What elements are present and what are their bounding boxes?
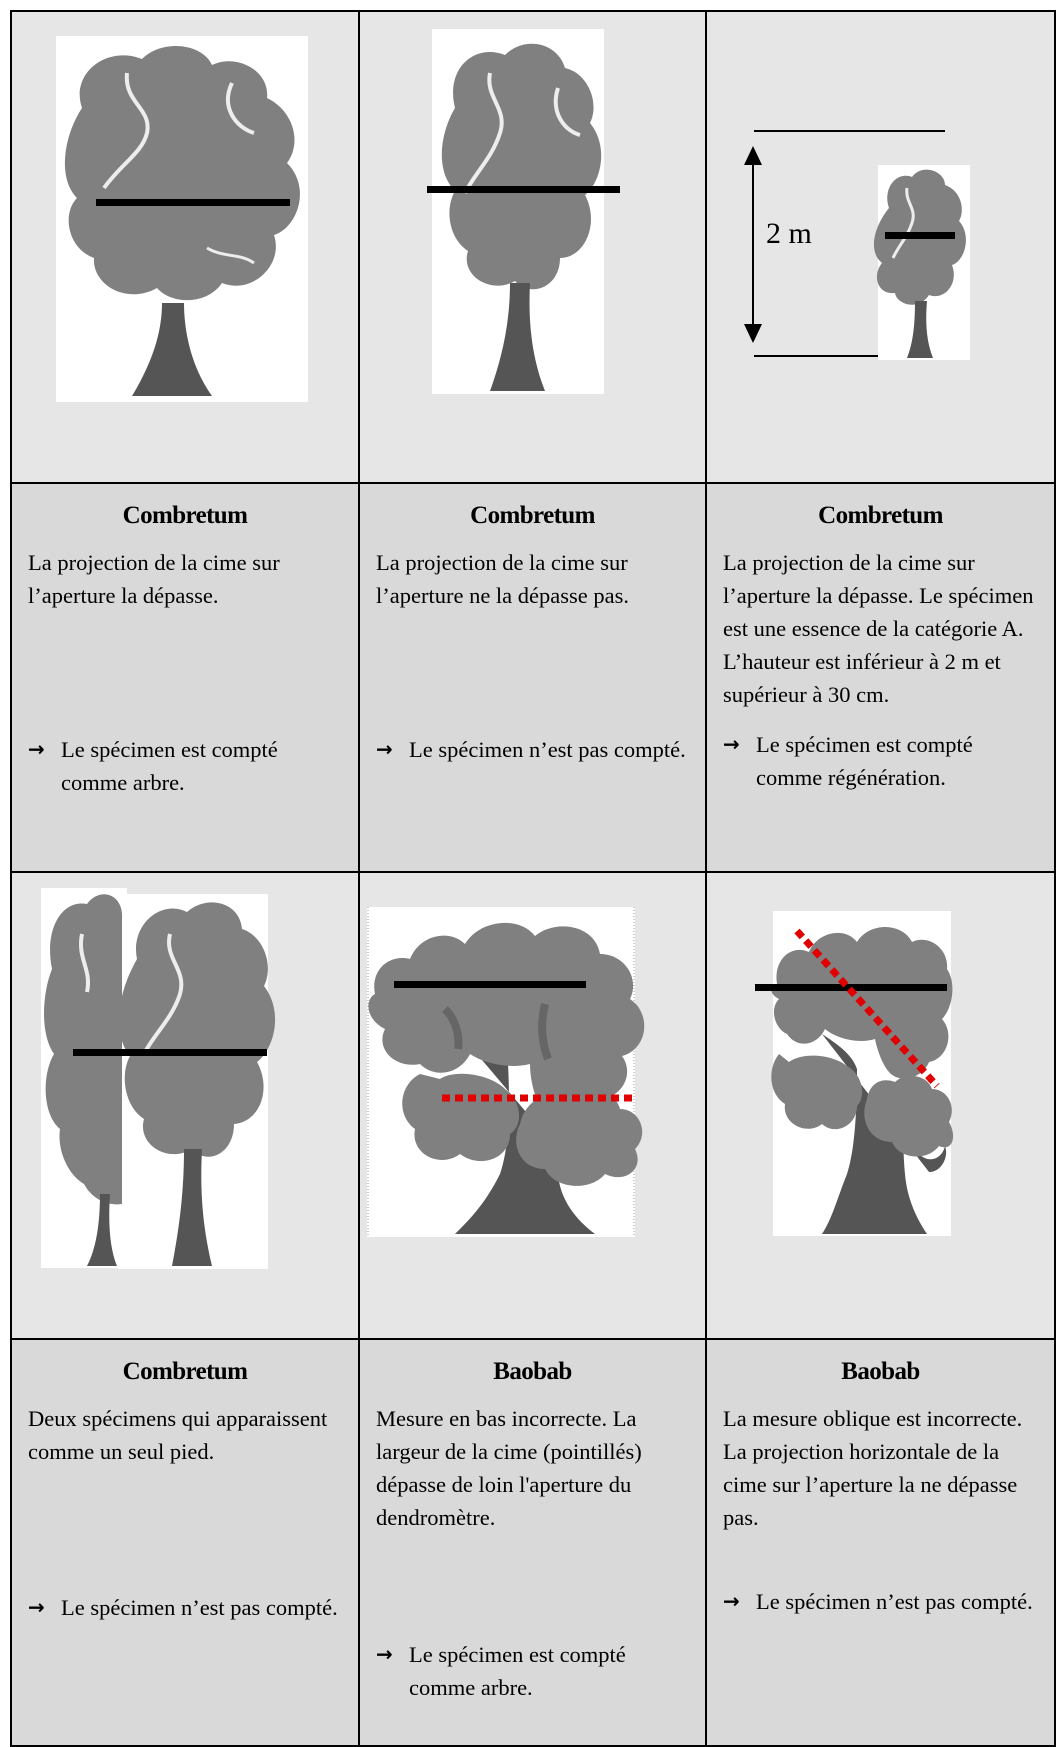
- measure-line: [394, 981, 586, 988]
- baobab-illustration-low-measure: [360, 873, 705, 1338]
- text-cell-3: Combretum La projection de la cime sur l…: [706, 483, 1055, 872]
- text-cell-2: Combretum La projection de la cime sur l…: [359, 483, 706, 872]
- species-title: Combretum: [12, 1358, 358, 1386]
- illustration-cell-1: [11, 11, 359, 483]
- species-title: Baobab: [707, 1358, 1054, 1386]
- illustration-cell-4: [11, 872, 359, 1339]
- tree-illustration-small-with-height: [707, 12, 1054, 482]
- height-label: 2 m: [766, 217, 812, 251]
- measure-line: [427, 186, 620, 193]
- right-arrow-icon: →: [28, 733, 45, 766]
- right-arrow-icon: →: [723, 728, 740, 761]
- description-text: La projection de la cime sur l’aperture …: [723, 546, 1038, 711]
- illustration-cell-6: [706, 872, 1055, 1339]
- tree-illustration-large: [12, 12, 358, 482]
- species-title: Combretum: [707, 502, 1054, 530]
- illustration-cell-5: [359, 872, 706, 1339]
- description-text: La projection de la cime sur l’aperture …: [28, 546, 342, 612]
- species-title: Combretum: [360, 502, 705, 530]
- species-title: Baobab: [360, 1358, 705, 1386]
- right-arrow-icon: →: [376, 733, 393, 766]
- text-cell-1: Combretum La projection de la cime sur l…: [11, 483, 359, 872]
- description-text: La mesure oblique est incorrecte. La pro…: [723, 1402, 1038, 1534]
- description-text: Mesure en bas incorrecte. La largeur de …: [376, 1402, 689, 1534]
- right-arrow-icon: →: [376, 1638, 393, 1671]
- result-text: → Le spécimen n’est pas compté.: [376, 733, 693, 766]
- result-text: → Le spécimen est compté comme arbre.: [28, 733, 346, 799]
- illustration-cell-2: [359, 11, 706, 483]
- result-text: → Le spécimen est compté comme arbre.: [376, 1638, 693, 1704]
- result-text: → Le spécimen est compté comme régénérat…: [723, 728, 1042, 794]
- measure-line: [73, 1049, 267, 1056]
- text-cell-4: Combretum Deux spécimens qui apparaissen…: [11, 1339, 359, 1746]
- text-cell-5: Baobab Mesure en bas incorrecte. La larg…: [359, 1339, 706, 1746]
- description-text: La projection de la cime sur l’aperture …: [376, 546, 689, 612]
- description-text: Deux spécimens qui apparaissent comme un…: [28, 1402, 342, 1468]
- species-title: Combretum: [12, 502, 358, 530]
- right-arrow-icon: →: [723, 1585, 740, 1618]
- result-text: → Le spécimen n’est pas compté.: [28, 1591, 346, 1624]
- measure-line: [96, 199, 290, 206]
- illustration-table: 2 m Combretum La projection de la cime s…: [10, 10, 1056, 1747]
- illustration-cell-3: 2 m: [706, 11, 1055, 483]
- text-cell-6: Baobab La mesure oblique est incorrecte.…: [706, 1339, 1055, 1746]
- two-trees-illustration: [12, 873, 358, 1338]
- measure-line: [885, 232, 955, 239]
- result-text: → Le spécimen n’est pas compté.: [723, 1585, 1042, 1618]
- tree-illustration-medium: [360, 12, 705, 482]
- right-arrow-icon: →: [28, 1591, 45, 1624]
- baobab-illustration-oblique-measure: [707, 873, 1054, 1338]
